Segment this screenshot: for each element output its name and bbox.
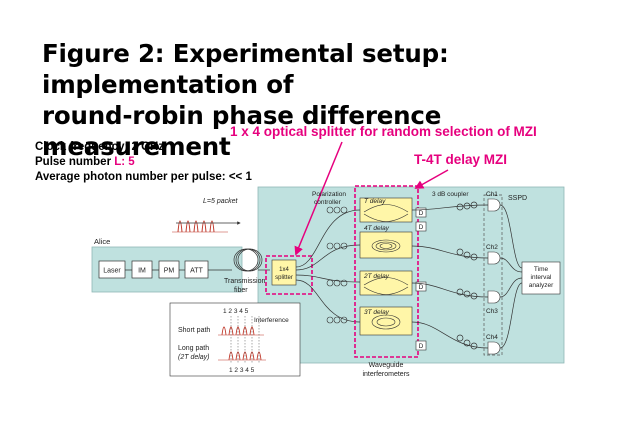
inset-numbers-top: 1 2 3 4 5	[223, 308, 249, 315]
detector-label-4: D	[419, 343, 424, 350]
packet-label: L=5 packet	[203, 198, 238, 205]
tia-box	[521, 261, 561, 295]
setup-specs: Clock frequency: 2 GHz Pulse number L: 5…	[35, 140, 252, 185]
waveguide-label-2: interferometers	[362, 371, 410, 378]
splitter-label-2: splitter	[275, 275, 293, 281]
detector-label-2: D	[419, 224, 424, 231]
splitter-label-1: 1x4	[279, 267, 289, 273]
delay-t-label: T delay	[364, 198, 386, 205]
ch4-label: Ch4	[486, 334, 498, 341]
delay-3t-label: 3T delay	[364, 309, 390, 316]
pulse-number-value: L: 5	[114, 156, 135, 168]
inset-numbers-bottom: 1 2 3 4 5	[229, 367, 255, 374]
long-path-sub-label: (2T delay)	[178, 354, 210, 361]
tia-label-2: interval	[531, 274, 553, 281]
tia-label-3: analyzer	[529, 282, 554, 289]
mzi-3t	[359, 306, 413, 336]
ch2-label: Ch2	[486, 244, 498, 251]
alice-label: Alice	[94, 237, 110, 246]
laser-label: Laser	[103, 268, 121, 275]
waveguide-label-1: Waveguide	[369, 362, 404, 369]
detector-label-1: D	[419, 210, 424, 217]
att-box	[184, 260, 209, 279]
mzi-2t	[359, 270, 413, 296]
sspd-label: SSPD	[508, 195, 527, 202]
short-path-label: Short path	[178, 327, 210, 334]
splitter-box	[271, 259, 297, 286]
tia-label-1: Time	[534, 266, 549, 273]
fanout-lines	[295, 209, 361, 323]
pulse-number: Pulse number L: 5	[35, 156, 135, 168]
output-lines	[411, 201, 489, 350]
sspd-enclosure	[483, 194, 503, 356]
interference-label: Interference	[254, 317, 289, 324]
delay-highlight	[354, 185, 419, 358]
sspd-detectors	[487, 198, 501, 355]
laser-box	[98, 260, 126, 279]
fiber-label: fiber	[234, 287, 248, 294]
fiber-spool	[208, 248, 270, 272]
splitter-callout: 1 x 4 optical splitter for random select…	[230, 124, 537, 139]
delay-4t-label: 4T delay	[364, 225, 390, 232]
page-title: Figure 2: Experimental setup: implementa…	[42, 38, 632, 162]
im-box	[131, 260, 153, 279]
pol-label-2: controller	[314, 199, 342, 206]
pm-box	[158, 260, 180, 279]
att-label: ATT	[190, 268, 203, 275]
tia-lines	[499, 204, 523, 349]
im-label: IM	[138, 268, 146, 275]
monitor-detectors	[415, 207, 427, 351]
long-path-label: Long path	[178, 345, 209, 352]
mzi-4t	[359, 231, 413, 259]
inset-dashes	[230, 316, 260, 364]
interference-inset	[169, 302, 301, 377]
ch1-label: Ch1	[486, 191, 498, 198]
clock-frequency: Clock frequency: 2 GHz	[35, 141, 165, 153]
pol-controllers	[326, 206, 348, 324]
packet-pulses	[172, 220, 228, 233]
delay-arrow	[414, 169, 449, 189]
pm-label: PM	[164, 268, 175, 275]
ch3-label: Ch3	[486, 308, 498, 315]
transmission-label: Transmission	[224, 278, 265, 285]
photon-number: Average photon number per pulse: << 1	[35, 171, 252, 183]
title-line-2: round-robin phase difference measurement	[42, 101, 442, 161]
splitter-arrow	[294, 141, 343, 256]
title-line-1: Figure 2: Experimental setup: implementa…	[42, 39, 449, 99]
delay-callout: T-4T delay MZI	[414, 152, 508, 167]
coupler-label: 3 dB coupler	[432, 191, 469, 198]
pol-label-1: Polarization	[312, 191, 346, 198]
detector-label-3: D	[419, 284, 424, 291]
delay-2t-label: 2T delay	[363, 273, 390, 280]
mzi-t	[359, 197, 413, 223]
